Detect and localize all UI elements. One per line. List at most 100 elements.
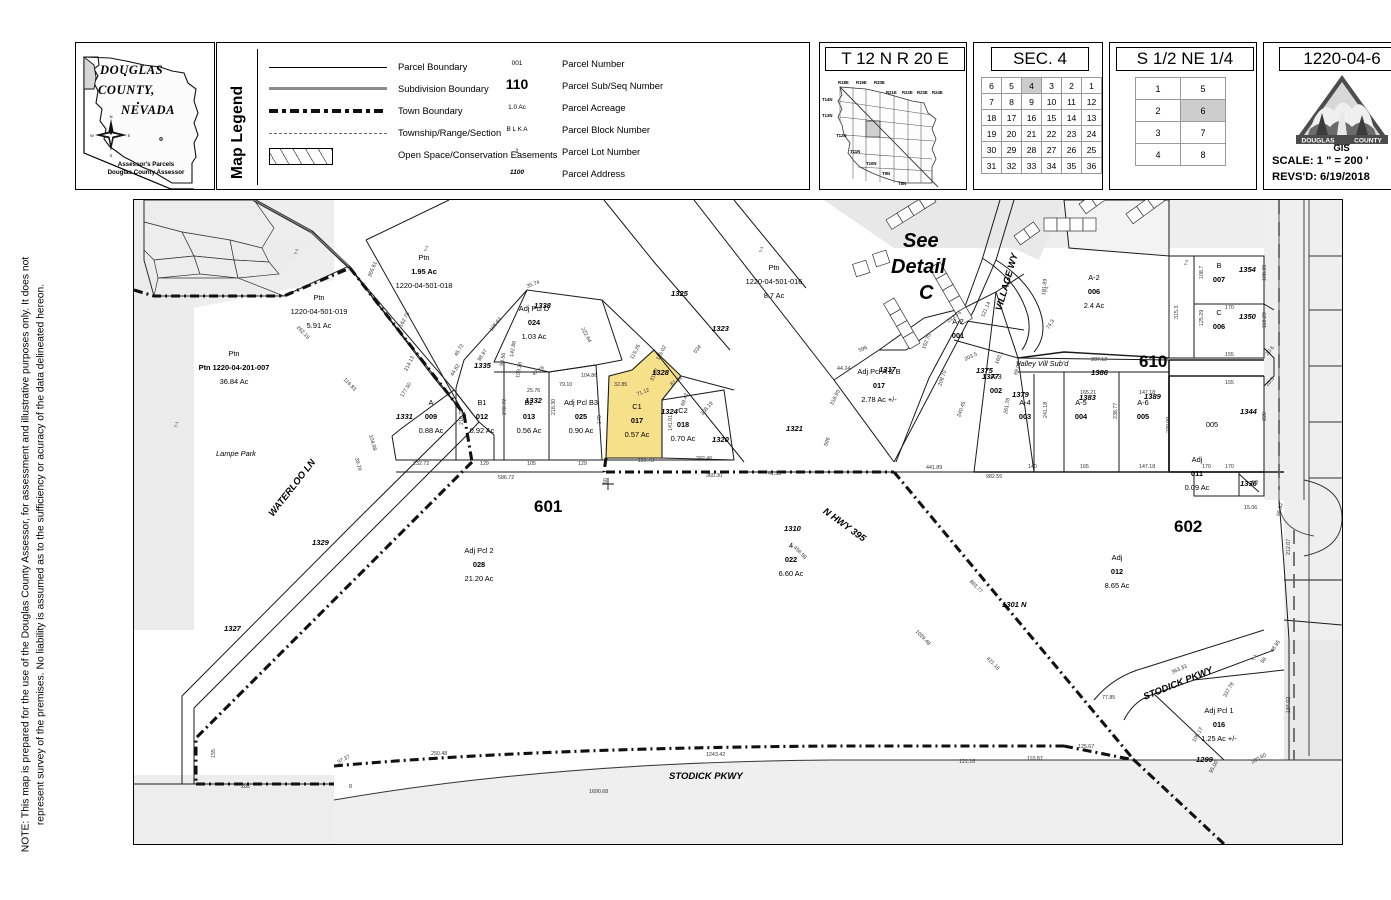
- parcel-address-1310: 1310: [784, 524, 801, 533]
- svg-text:R21E: R21E: [886, 90, 897, 95]
- quarter-cell: 7: [1180, 121, 1226, 144]
- see-detail-line-2: Detail: [891, 256, 946, 278]
- dimension-label: 285: [241, 784, 250, 790]
- dimension-label: 125.29: [1199, 309, 1205, 326]
- parcel-address-1383: 1383: [1079, 393, 1096, 402]
- parcel-address-1327: 1327: [224, 624, 241, 633]
- dimension-label: 232.72: [413, 461, 430, 467]
- parcel-address-1354: 1354: [1239, 265, 1256, 274]
- legend-divider: [257, 49, 258, 185]
- parcel-label-line: 2.4 Ac: [1083, 301, 1105, 310]
- parcel-label-line: 012: [1110, 567, 1124, 576]
- quarter-label: S 1/2 NE 1/4: [1116, 47, 1254, 71]
- key-label: Parcel Address: [562, 168, 626, 179]
- county-title-line-3: NEVADA: [121, 103, 176, 117]
- dimension-label: 119.73: [638, 458, 654, 464]
- parcel-label-line: A-2: [952, 317, 964, 326]
- section-grid-row: 7 8 9 10 11 12: [981, 93, 1102, 110]
- subdivision-cluster: [143, 200, 285, 297]
- parcel-label-line: B2: [524, 398, 534, 407]
- parcel-label-line: 21.20 Ac: [464, 574, 494, 583]
- section-cell: 25: [1081, 141, 1102, 158]
- parcel-label-line: 017: [630, 416, 644, 425]
- parcel-label-parcel-A5-004: A-5 004: [1031, 396, 1131, 424]
- parcel-address-1338: 1338: [534, 301, 551, 310]
- quarter-cell-highlighted: 6: [1180, 99, 1226, 122]
- dimension-label: 155: [1225, 380, 1234, 386]
- dimension-label: 170: [1225, 305, 1234, 311]
- svg-text:R20E: R20E: [874, 80, 885, 85]
- parcel-label-line: 016: [1212, 720, 1226, 729]
- dimension-label: 129: [480, 461, 489, 467]
- parcel-address-1301-N: 1301 N: [1002, 600, 1027, 609]
- key-label: Parcel Lot Number: [562, 146, 641, 157]
- quarter-cell: 1: [1135, 77, 1181, 100]
- dimension-label: 272.72: [502, 398, 508, 415]
- section-cell: 23: [1061, 125, 1082, 142]
- parcel-label-line: 1.25 Ac +/-: [1201, 734, 1237, 743]
- key-code-lot-number: 1: [515, 148, 519, 155]
- section-cell: 30: [981, 141, 1002, 158]
- dimension-label: 105: [527, 461, 536, 467]
- parcel-map-canvas[interactable]: 601 602 610 See Detail C WATERLOO LN N H…: [133, 199, 1343, 845]
- map-header: N E S W DOUGLAS COUNTY, NEVADA Assessor'…: [75, 42, 1391, 190]
- dimension-label: 44.24: [837, 366, 851, 372]
- dimension-label: 982.55: [986, 474, 1003, 480]
- dimension-label: 8: [349, 784, 352, 790]
- easement-mark: Z: [1184, 260, 1189, 267]
- parcel-label-line: B: [1216, 261, 1222, 270]
- parcel-label-line: 0.92 Ac: [469, 426, 495, 435]
- quarter-grid-row: 2 6: [1135, 99, 1226, 122]
- easement-mark: Z: [759, 247, 764, 254]
- county-title-line-1: DOUGLAS: [100, 63, 164, 77]
- assessor-caption-line-2: Douglas County Assessor: [107, 169, 185, 176]
- parcel-label-line: Ptn: [228, 349, 240, 358]
- dimension-label: 165.21: [1080, 390, 1097, 396]
- quarter-cell: 4: [1135, 143, 1181, 166]
- section-cell: 16: [1021, 109, 1042, 126]
- assessor-caption: Assessor's Parcels Douglas County Assess…: [76, 161, 216, 177]
- parcel-address-1379: 1379: [1012, 390, 1029, 399]
- parcel-label-line: 6.60 Ac: [778, 569, 804, 578]
- legend-label: Open Space/Conservation Easements: [398, 149, 558, 160]
- section-panel: SEC. 4 6 5 4 3 2 1 7 8 9 10 11 12 18 17: [973, 42, 1103, 190]
- section-cell: 24: [1081, 125, 1102, 142]
- dimension-label: 77.85: [1102, 695, 1116, 701]
- county-title-line-2: COUNTY,: [98, 83, 155, 97]
- dimension-label: 210.75: [459, 408, 465, 425]
- parcel-address-1320: 1320: [712, 435, 729, 444]
- section-grid-row: 30 29 28 27 26 25: [981, 141, 1102, 158]
- section-cell: 1: [1081, 77, 1102, 94]
- subdivision-boundary-icon: [265, 79, 390, 100]
- parcel-label-line: 8.65 Ac: [1104, 581, 1130, 590]
- parcel-address-1389: 1389: [1144, 392, 1161, 401]
- section-cell: 15: [1041, 109, 1062, 126]
- town-boundary-line: [134, 266, 1136, 786]
- parcel-label-line: 1.95 Ac: [411, 267, 437, 276]
- svg-text:T13N: T13N: [822, 113, 833, 118]
- parcel-label-line: 1220-04-501-019: [290, 307, 348, 316]
- parcel-label-line: 004: [1074, 412, 1088, 421]
- assessor-caption-line-1: Assessor's Parcels: [117, 161, 175, 168]
- svg-text:T12N: T12N: [836, 133, 847, 138]
- section-cell: 32: [1001, 157, 1022, 174]
- see-detail-line-1: See: [903, 230, 939, 252]
- section-cell: 13: [1081, 109, 1102, 126]
- section-label: SEC. 4: [991, 47, 1089, 71]
- easement-mark: Z: [424, 246, 429, 253]
- parcel-label-line: 002: [989, 386, 1003, 395]
- section-grid-row: 31 32 33 34 35 36: [981, 157, 1102, 174]
- parcel-label-line: 001: [951, 331, 965, 340]
- dimension-label: 140: [1028, 464, 1037, 470]
- quarter-cell: 3: [1135, 121, 1181, 144]
- parcel-label-line: 022: [784, 555, 798, 564]
- dimension-label: 238.77: [1113, 402, 1119, 419]
- parcel-address-1335: 1335: [474, 361, 491, 370]
- parcel-label-line: A-5: [1075, 398, 1087, 407]
